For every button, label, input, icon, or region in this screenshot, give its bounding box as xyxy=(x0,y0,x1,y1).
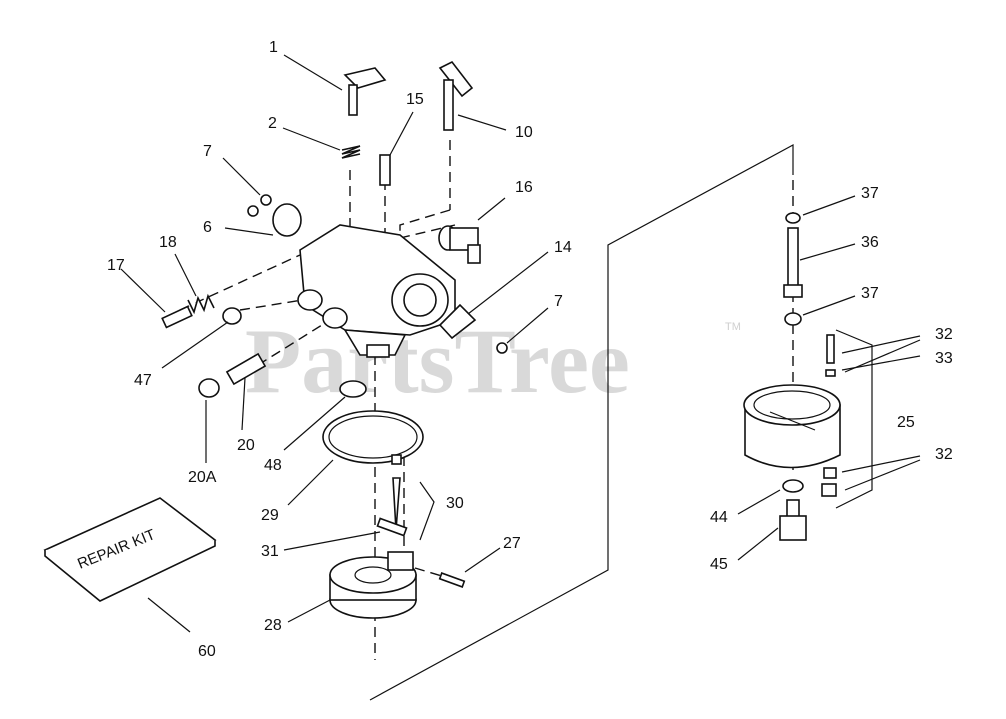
callout-32-top: 32 xyxy=(935,326,953,343)
part-7-screw-b xyxy=(247,205,259,217)
callout-37-bottom: 37 xyxy=(861,285,879,302)
part-45-bowl-nut xyxy=(779,499,807,541)
callout-7-left: 7 xyxy=(203,143,212,160)
callout-37-top: 37 xyxy=(861,185,879,202)
callout-20: 20 xyxy=(237,437,255,454)
callout-48: 48 xyxy=(264,457,282,474)
callout-7-right: 7 xyxy=(554,293,563,310)
callout-1: 1 xyxy=(269,39,278,56)
part-7-screw-right xyxy=(496,342,508,354)
callout-60: 60 xyxy=(198,643,216,660)
callout-6: 6 xyxy=(203,219,212,236)
part-2-spring xyxy=(341,145,361,159)
callout-31: 31 xyxy=(261,543,279,560)
callout-25: 25 xyxy=(897,414,915,431)
part-6-plate xyxy=(272,203,302,237)
part-28-float xyxy=(329,551,417,619)
part-27-pin xyxy=(438,572,466,588)
callout-20a: 20A xyxy=(188,469,217,486)
part-15-screw xyxy=(379,154,391,186)
part-16-fuel-fitting xyxy=(438,225,481,264)
part-32-screw-top xyxy=(826,334,835,364)
part-1-throttle-lever xyxy=(343,67,387,116)
callout-14: 14 xyxy=(554,239,572,256)
watermark-tm: TM xyxy=(725,321,741,333)
callout-29: 29 xyxy=(261,507,279,524)
callout-17: 17 xyxy=(107,257,125,274)
callout-27: 27 xyxy=(503,535,521,552)
part-48-washer xyxy=(339,380,367,398)
part-10-choke-lever xyxy=(438,60,474,131)
part-37-oring-bottom xyxy=(784,312,802,326)
callout-44: 44 xyxy=(710,509,728,526)
part-37-oring-top xyxy=(785,212,801,224)
watermark-text: PartsTree xyxy=(245,310,630,412)
part-20a-cap xyxy=(198,378,220,398)
callout-30: 30 xyxy=(446,495,464,512)
part-25-float-bowl xyxy=(743,384,841,469)
part-36-main-jet-tube xyxy=(783,227,803,298)
callout-32-bottom: 32 xyxy=(935,446,953,463)
leader-lines xyxy=(120,54,921,633)
part-20-needle xyxy=(225,352,267,386)
carburetor-body xyxy=(297,224,456,358)
callout-15: 15 xyxy=(406,91,424,108)
part-18-spring xyxy=(187,293,215,315)
axis-47 xyxy=(239,297,316,311)
callout-2: 2 xyxy=(268,115,277,132)
axis-20 xyxy=(257,319,331,366)
part-7-screw-a xyxy=(260,194,272,206)
callout-18: 18 xyxy=(159,234,177,251)
part-44-washer xyxy=(782,479,804,493)
part-32-nut-bottom xyxy=(821,467,837,497)
part-33-washer xyxy=(825,369,836,377)
axis-16 xyxy=(399,224,456,239)
callout-28: 28 xyxy=(264,617,282,634)
part-47-plug xyxy=(222,307,242,325)
callout-labels: 1 2 15 10 7 16 6 18 17 14 7 47 20 48 20A… xyxy=(107,39,953,660)
callout-10: 10 xyxy=(515,124,533,141)
callout-36: 36 xyxy=(861,234,879,251)
part-31-hinge-pin xyxy=(376,517,408,537)
callout-16: 16 xyxy=(515,179,533,196)
part-29-gasket xyxy=(322,410,424,464)
part-14-plate xyxy=(438,303,477,340)
part-60-repair-kit: REPAIR KIT xyxy=(43,497,217,602)
callout-33: 33 xyxy=(935,350,953,367)
callout-47: 47 xyxy=(134,372,152,389)
part-30-inlet-needle xyxy=(391,454,402,531)
part-17-idle-screw xyxy=(161,305,193,329)
callout-45: 45 xyxy=(710,556,728,573)
part-29-gasket-inner xyxy=(328,415,418,459)
